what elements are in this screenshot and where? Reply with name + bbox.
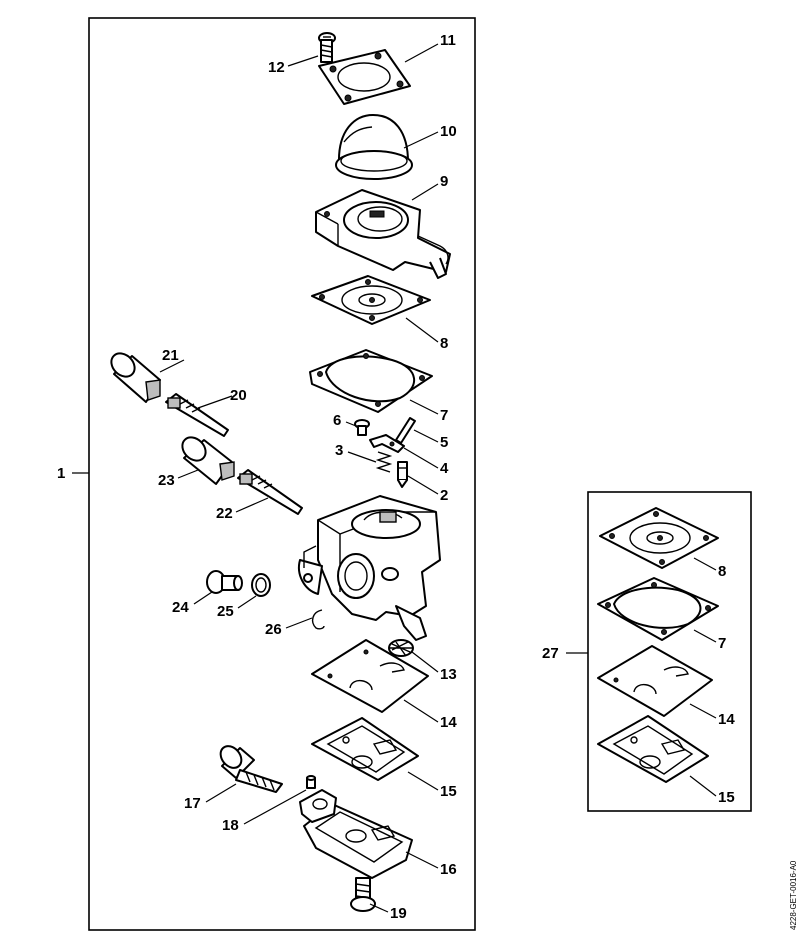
callout-27: 27 xyxy=(542,645,559,662)
kit-gasket-7 xyxy=(597,577,719,641)
part-pump-housing-9 xyxy=(315,189,451,279)
callout-16: 16 xyxy=(440,861,457,878)
callout-2: 2 xyxy=(440,487,448,504)
part-diaphragm-8 xyxy=(311,275,431,325)
part-lever-4 xyxy=(369,434,405,453)
part-fitting-24 xyxy=(206,570,243,594)
part-screw-19 xyxy=(350,877,376,912)
part-cover-plate-11 xyxy=(318,49,411,105)
callout-4: 4 xyxy=(440,460,449,477)
part-screw-12 xyxy=(318,32,336,63)
kit-callout-7: 7 xyxy=(718,635,726,652)
part-metering-cover-16 xyxy=(299,789,413,879)
callout-17: 17 xyxy=(184,795,201,812)
callout-3: 3 xyxy=(335,442,343,459)
callout-26: 26 xyxy=(265,621,282,638)
callout-15: 15 xyxy=(440,783,457,800)
part-cap-21 xyxy=(110,352,161,403)
callout-8: 8 xyxy=(440,335,448,352)
leader-lines xyxy=(72,43,717,913)
callout-12: 12 xyxy=(268,59,285,76)
part-adjusting-screw-17 xyxy=(219,745,283,793)
callout-10: 10 xyxy=(440,123,457,140)
part-needle-20 xyxy=(165,393,229,437)
part-pin-5 xyxy=(395,417,416,444)
callout-18: 18 xyxy=(222,817,239,834)
callout-23: 23 xyxy=(158,472,175,489)
callout-22: 22 xyxy=(216,505,233,522)
kit-callout-8: 8 xyxy=(718,563,726,580)
kit-gasket-14 xyxy=(597,645,713,717)
main-assembly-frame xyxy=(88,17,476,931)
kit-diaphragm-8 xyxy=(599,507,719,569)
callout-6: 6 xyxy=(333,412,341,429)
part-gasket-14 xyxy=(311,639,429,713)
part-screen-13 xyxy=(388,639,414,657)
callout-14: 14 xyxy=(440,714,457,731)
callout-20: 20 xyxy=(230,387,247,404)
callout-7: 7 xyxy=(440,407,448,424)
callout-13: 13 xyxy=(440,666,457,683)
callout-24: 24 xyxy=(172,599,189,616)
callout-9: 9 xyxy=(440,173,448,190)
part-spring-3 xyxy=(375,451,393,473)
part-metering-gasket-15 xyxy=(311,717,419,781)
repair-kit-frame xyxy=(587,491,752,812)
kit-metering-gasket-15 xyxy=(597,715,709,783)
document-id: 4228-GET-0016-A0 xyxy=(789,860,798,930)
part-gasket-7 xyxy=(309,349,433,413)
part-cap-23 xyxy=(181,436,235,485)
callout-21: 21 xyxy=(162,347,179,364)
callout-1: 1 xyxy=(57,465,65,482)
callout-11: 11 xyxy=(440,32,456,49)
part-washer-25 xyxy=(251,573,271,597)
part-carburetor-body xyxy=(298,495,441,641)
callout-5: 5 xyxy=(440,434,448,451)
kit-callout-14: 14 xyxy=(718,711,735,728)
kit-callout-15: 15 xyxy=(718,789,735,806)
part-clip-26 xyxy=(311,609,325,630)
callout-19: 19 xyxy=(390,905,407,922)
part-screw-6 xyxy=(354,419,370,436)
part-needle-22 xyxy=(237,469,303,515)
part-inlet-needle-2 xyxy=(397,461,408,488)
part-plug-18 xyxy=(306,775,316,789)
callout-25: 25 xyxy=(217,603,234,620)
callout-labels: 1 2 3 4 5 6 7 8 9 10 11 12 13 14 15 16 1… xyxy=(57,32,735,922)
part-primer-bulb-10 xyxy=(335,114,413,180)
